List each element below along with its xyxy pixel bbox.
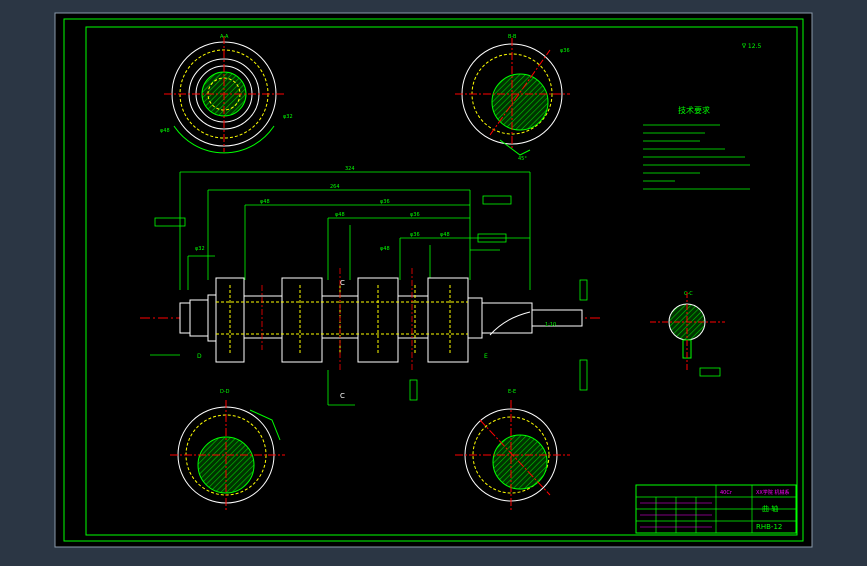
title-block-drawing-number: RHB-12: [756, 523, 782, 531]
svg-text:φ32: φ32: [283, 114, 293, 120]
section-c-label: C-C: [684, 291, 693, 297]
title-block: 40Cr XX学院 机械系 曲 轴 RHB-12: [635, 484, 797, 534]
title-block-material: 40Cr: [720, 490, 733, 496]
notes-title: 技术要求: [678, 105, 710, 115]
svg-text:φ36: φ36: [410, 232, 420, 238]
svg-text:324: 324: [345, 166, 355, 172]
technical-requirements: 技术要求: [643, 105, 750, 190]
svg-text:φ48: φ48: [440, 232, 450, 238]
section-view-bottom-right: E-E: [455, 389, 570, 510]
section-view-right-small: C-C: [650, 291, 725, 370]
section-view-top-right: B-B φ36 45°: [455, 34, 570, 162]
svg-text:φ48: φ48: [260, 199, 270, 205]
sheet-inner-border: [85, 26, 798, 536]
svg-text:φ48: φ48: [335, 212, 345, 218]
section-a-label: A-A: [220, 34, 229, 40]
svg-text:1:10: 1:10: [545, 322, 556, 328]
section-view-bottom-left: D-D: [170, 389, 285, 510]
section-view-top-left: A-A φ48 φ32: [160, 34, 293, 154]
svg-text:C: C: [340, 392, 345, 400]
svg-text:φ36: φ36: [560, 48, 570, 54]
section-d-label: D-D: [220, 389, 230, 395]
svg-text:φ48: φ48: [160, 128, 170, 134]
svg-text:264: 264: [330, 184, 340, 190]
svg-text:φ48: φ48: [380, 246, 390, 252]
section-b-label: B-B: [508, 34, 517, 40]
section-e-label: E-E: [508, 389, 516, 395]
title-block-school: XX学院 机械系: [756, 489, 789, 496]
roughness-symbol: ∇ 12.5: [741, 43, 761, 50]
sheet-outer-border: [63, 18, 804, 542]
svg-text:45°: 45°: [518, 156, 527, 162]
title-block-part-name: 曲 轴: [762, 504, 778, 513]
svg-text:D: D: [197, 353, 202, 360]
svg-text:φ36: φ36: [410, 212, 420, 218]
svg-text:φ36: φ36: [380, 199, 390, 205]
svg-text:E: E: [484, 353, 488, 360]
svg-text:φ32: φ32: [195, 246, 205, 252]
svg-text:C: C: [340, 279, 345, 287]
crankshaft-main-view: 324 264 φ48 φ36 φ48 φ36 φ48 φ36 φ48 φ32: [140, 166, 721, 406]
